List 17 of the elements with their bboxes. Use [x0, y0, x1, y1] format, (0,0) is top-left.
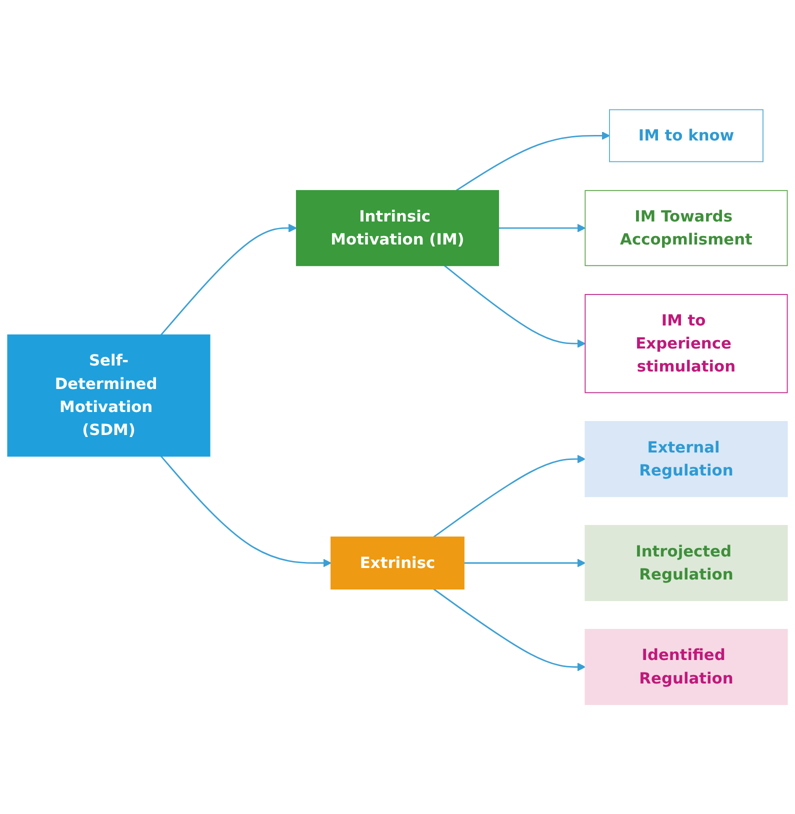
node-box: IM to Experience stimulation [584, 294, 788, 394]
arrow [160, 224, 297, 336]
node-box: Extrinisc [330, 536, 464, 590]
arrow [160, 456, 332, 568]
node-box: Intrinsic Motivation (IM) [296, 190, 500, 266]
node-box: Identified Regulation [584, 628, 788, 705]
node-box: Introjected Regulation [584, 524, 788, 601]
arrow [456, 131, 610, 192]
arrow [433, 588, 586, 672]
arrow [444, 264, 586, 348]
node-box: IM to know [609, 109, 764, 162]
arrow [498, 224, 586, 232]
arrow [433, 454, 586, 538]
node-box: Self-Determined Motivation (SDM) [7, 334, 210, 457]
arrow [464, 558, 586, 568]
node-box: External Regulation [584, 420, 788, 497]
node-box: IM Towards Accopmlisment [584, 190, 788, 266]
